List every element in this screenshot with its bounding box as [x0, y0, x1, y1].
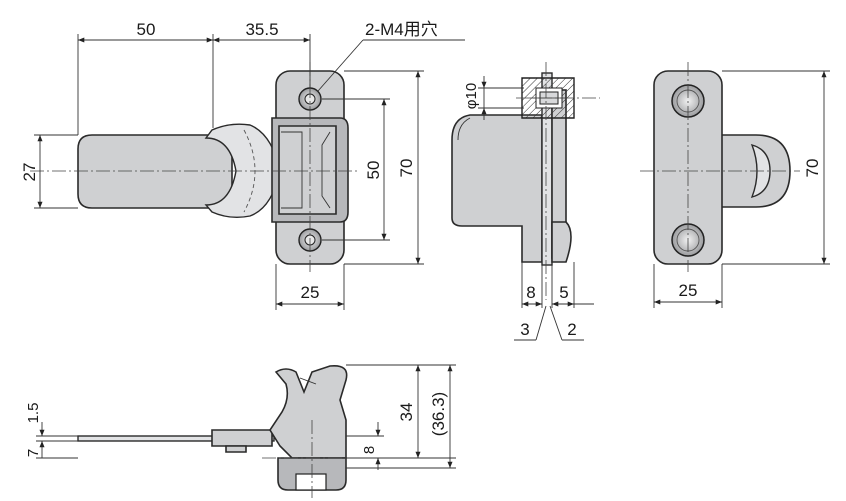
front-tongue: [77, 134, 233, 209]
dim-side-a: 8: [526, 283, 535, 302]
dim-side-c: 3: [520, 320, 529, 339]
dim-bottom-d: (36.3): [429, 392, 448, 436]
front-view: 50 35.5 2-M4用穴 27 50 70 25: [20, 20, 465, 310]
bottom-view: 1.5 7 34 (36.3) 8: [25, 364, 456, 498]
dim-hole-pitch: 50: [364, 161, 383, 180]
dim-bottom-e: 8: [361, 446, 378, 454]
right-view: 70 25: [640, 62, 830, 308]
dim-base-width: 25: [301, 283, 320, 302]
bottom-plate: [77, 435, 275, 442]
bottom-hook: [269, 364, 348, 459]
dim-right-height: 70: [803, 159, 822, 178]
side-body: [451, 114, 543, 263]
dim-front-width-left: 50: [137, 20, 156, 39]
dim-side-d: 2: [567, 320, 576, 339]
side-view: φ10 8 5 3 2: [451, 62, 600, 341]
dim-bottom-c: 34: [397, 403, 416, 422]
dim-right-width: 25: [679, 281, 698, 300]
dim-front-width-right: 35.5: [245, 20, 278, 39]
dim-pin-diameter: φ10: [463, 83, 480, 109]
hole-note: 2-M4用穴: [365, 20, 438, 39]
dim-base-height: 70: [397, 159, 416, 178]
dim-bottom-b: 7: [25, 449, 42, 457]
dim-tongue-height: 27: [20, 163, 39, 182]
dim-side-b: 5: [559, 283, 568, 302]
dim-bottom-a: 1.5: [25, 403, 42, 424]
